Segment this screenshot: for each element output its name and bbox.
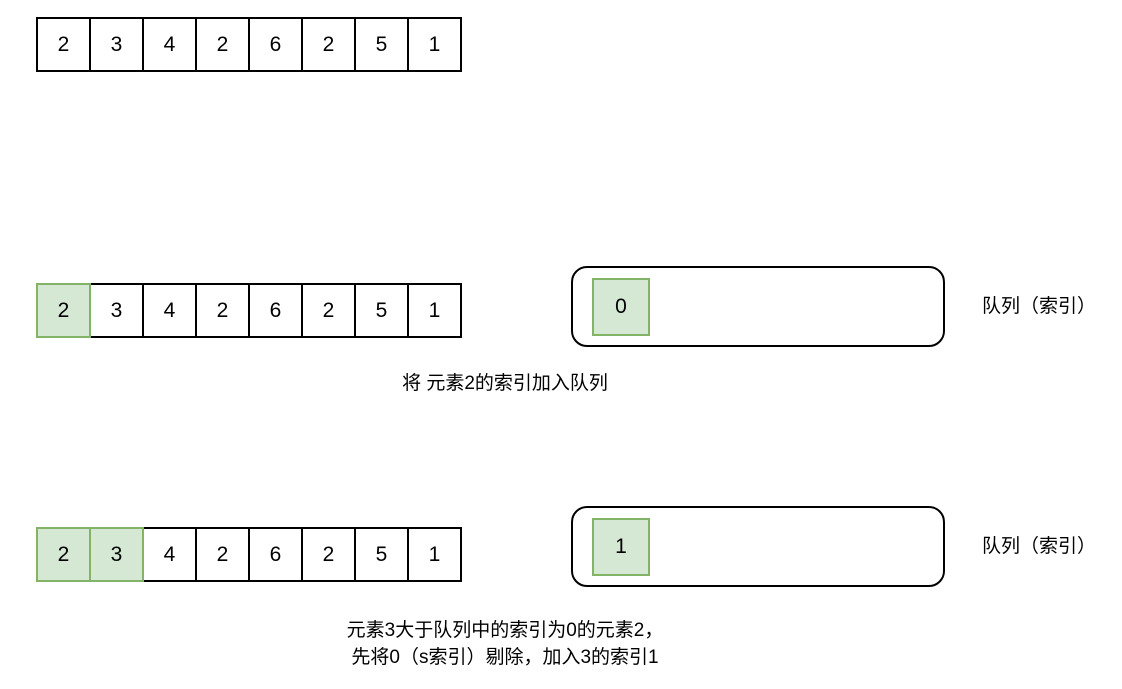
- caption-step2: 元素3大于队列中的索引为0的元素2， 先将0（s索引）剔除，加入3的索引1: [0, 617, 1010, 671]
- array-cell-highlighted: 3: [89, 527, 144, 582]
- array-cell: 6: [248, 17, 303, 72]
- caption-line: 先将0（s索引）剔除，加入3的索引1: [351, 647, 659, 668]
- array-cell-highlighted: 2: [36, 283, 91, 338]
- array-cell: 3: [89, 17, 144, 72]
- caption-line: 将 元素2的索引加入队列: [402, 373, 608, 394]
- queue-label-step2: 队列（索引）: [982, 536, 1097, 557]
- queue-item: 0: [592, 277, 650, 336]
- array-cell: 5: [354, 283, 409, 338]
- queue-item: 1: [592, 517, 650, 576]
- array-cell: 1: [407, 527, 462, 582]
- caption-line: 元素3大于队列中的索引为0的元素2，: [346, 620, 664, 641]
- array-cell: 2: [36, 17, 91, 72]
- array-row-initial: 2 3 4 2 6 2 5 1: [36, 17, 462, 72]
- array-cell: 4: [142, 527, 197, 582]
- array-cell: 2: [195, 527, 250, 582]
- array-cell: 1: [407, 17, 462, 72]
- array-cell: 6: [248, 283, 303, 338]
- array-cell: 2: [195, 17, 250, 72]
- array-row-step2: 2 3 4 2 6 2 5 1: [36, 527, 462, 582]
- queue-label-step1: 队列（索引）: [982, 296, 1097, 317]
- array-cell: 2: [301, 283, 356, 338]
- array-cell: 4: [142, 17, 197, 72]
- array-row-step1: 2 3 4 2 6 2 5 1: [36, 283, 462, 338]
- array-cell: 2: [195, 283, 250, 338]
- array-cell: 2: [301, 527, 356, 582]
- array-cell: 5: [354, 17, 409, 72]
- array-cell: 4: [142, 283, 197, 338]
- array-cell: 1: [407, 283, 462, 338]
- queue-container-step1: 0: [571, 266, 945, 347]
- array-cell: 6: [248, 527, 303, 582]
- array-cell-highlighted: 2: [36, 527, 91, 582]
- caption-step1: 将 元素2的索引加入队列: [0, 370, 1010, 397]
- queue-container-step2: 1: [571, 506, 945, 587]
- array-cell: 3: [89, 283, 144, 338]
- array-cell: 2: [301, 17, 356, 72]
- array-cell: 5: [354, 527, 409, 582]
